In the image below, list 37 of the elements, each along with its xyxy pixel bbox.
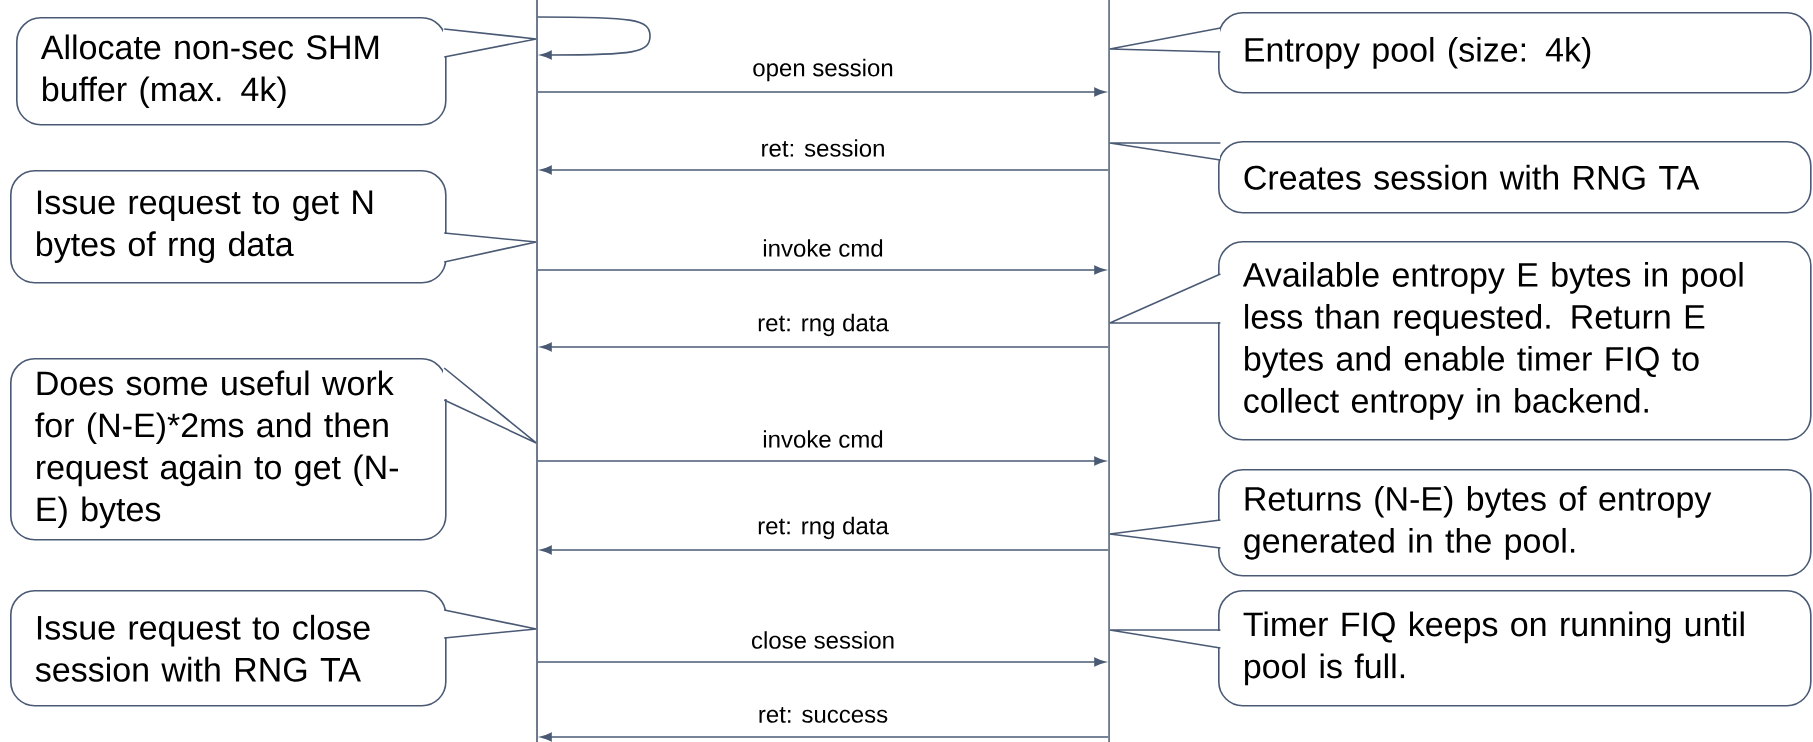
callout-bubble: Available entropy E bytes in pool less than requested. Return E bytes and enable timer FIQ to collect entropy in backend.: [1216, 241, 1812, 441]
callout-bubble: Does some useful work for (N-E)*2ms and then request again to get (N-E) bytes: [10, 358, 447, 541]
edge-label: ret: rng data: [755, 514, 891, 542]
message-arrow: [540, 165, 1109, 175]
callout-tail: [1109, 629, 1222, 649]
self-loop-arrow: [537, 16, 651, 60]
callout-tail: [1109, 519, 1222, 549]
callout-tail: [443, 232, 537, 263]
lifeline: [536, 0, 538, 742]
callout-tail: [1109, 142, 1222, 161]
edge-label: open session: [750, 56, 896, 84]
callout-tail: [443, 28, 537, 58]
lifeline: [1108, 0, 1110, 742]
callout-bubble: Issue request to close session with RNG TA: [10, 590, 447, 707]
edge-label: ret: success: [755, 705, 891, 725]
callout-bubble: Creates session with RNG TA: [1216, 141, 1812, 214]
message-arrow: [540, 732, 1109, 742]
callout-bubble: Allocate non-sec SHM buffer (max. 4k): [16, 17, 447, 126]
callout-tail: [1109, 273, 1222, 324]
message-arrow: [540, 545, 1109, 555]
message-arrow: [537, 87, 1106, 97]
edge-label: ret: session: [758, 137, 888, 159]
message-arrow: [537, 456, 1106, 466]
callout-tail: [443, 609, 537, 639]
edge-label: invoke cmd: [760, 237, 886, 259]
edge-label: close session: [749, 629, 898, 651]
message-arrow: [540, 342, 1109, 352]
edge-label: ret: rng data: [755, 311, 891, 339]
callout-bubble: Entropy pool (size: 4k): [1216, 12, 1812, 94]
callout-bubble: Issue request to get N bytes of rng data: [10, 170, 447, 284]
edge-label: invoke cmd: [760, 428, 886, 450]
callout-bubble: Returns (N-E) bytes of entropy generated in the pool.: [1216, 469, 1812, 577]
callout-tail: [1109, 27, 1222, 53]
message-arrow: [537, 657, 1106, 667]
callout-bubble: Timer FIQ keeps on running until pool is full.: [1216, 590, 1812, 707]
callout-tail: [443, 367, 537, 444]
message-arrow: [537, 265, 1106, 275]
